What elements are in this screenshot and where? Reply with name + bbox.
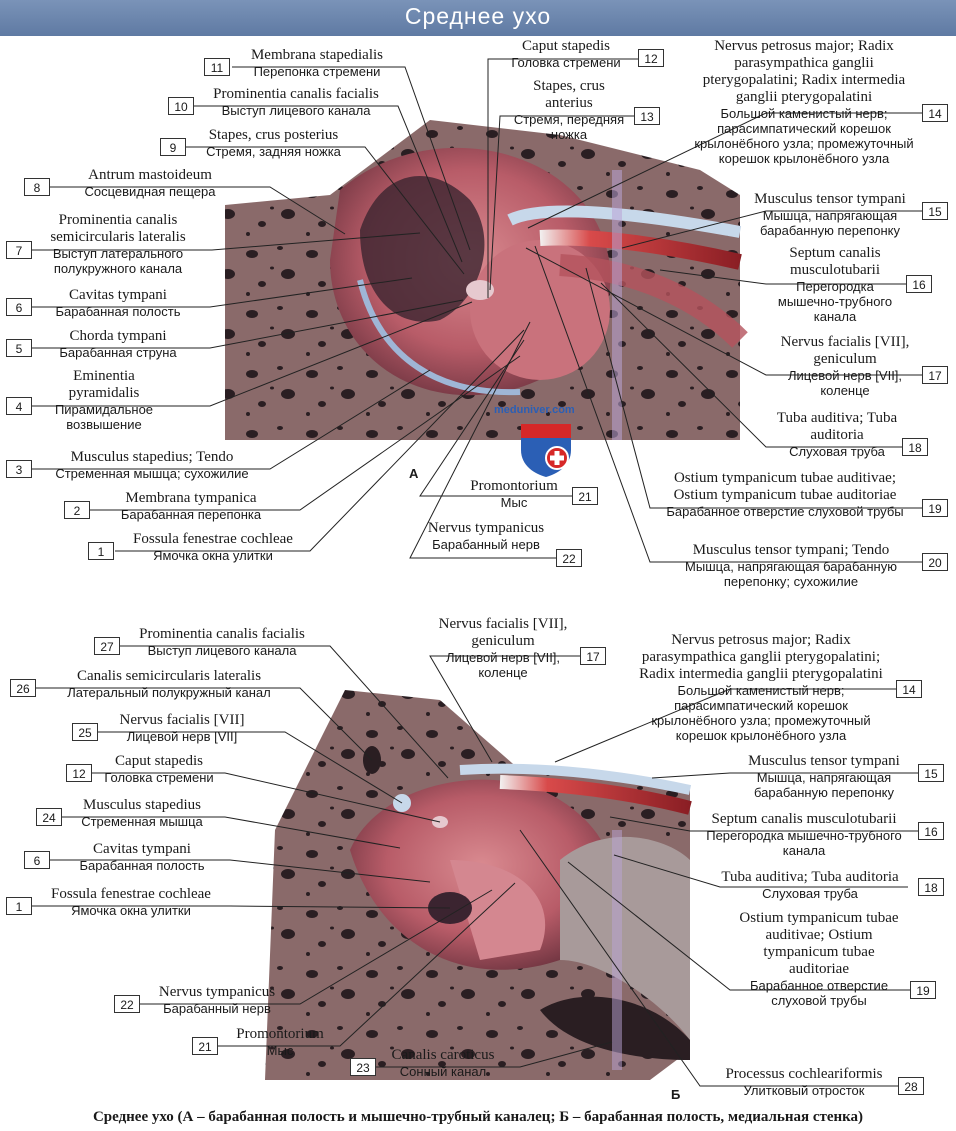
number-box: 14 (922, 104, 948, 122)
label-membrana-tympanica: Membrana tympanica Барабанная перепонка (94, 490, 288, 522)
number-box: 24 (36, 808, 62, 826)
number-box: 6 (24, 851, 50, 869)
label-b-canalis-caroticus: Canalis caroticus Сонный канал (378, 1047, 508, 1079)
label-tuba-auditiva: Tuba auditiva; Tuba auditoria Слуховая т… (776, 410, 898, 459)
number-box: 25 (72, 723, 98, 741)
label-membrana-stapedialis: Membrana stapedialis Перепонка стремени (232, 47, 402, 79)
label-antrum-mastoideum: Antrum mastoideum Сосцевидная пещера (50, 167, 250, 199)
label-cavitas-tympani: Cavitas tympani Барабанная полость (34, 287, 202, 319)
label-b-nervus-petrosus-major: Nervus petrosus major; Radix parasympath… (632, 632, 890, 743)
figure-caption: Среднее ухо (А – барабанная полость и мы… (0, 1109, 956, 1126)
label-b-cavitas-tympani: Cavitas tympani Барабанная полость (64, 841, 220, 873)
number-box: 15 (922, 202, 948, 220)
label-promontorium: Promontorium Мыс (458, 478, 570, 510)
number-box: 15 (918, 764, 944, 782)
number-box: 12 (66, 764, 92, 782)
label-b-canalis-semicircularis-lateralis: Canalis semicircularis lateralis Латерал… (38, 668, 300, 700)
number-box: 4 (6, 397, 32, 415)
number-box: 18 (902, 438, 928, 456)
panel-b-illustration (265, 690, 690, 1080)
number-box: 21 (192, 1037, 218, 1055)
number-box: 11 (204, 58, 230, 76)
panel-b-letter: Б (671, 1087, 680, 1102)
number-box: 9 (160, 138, 186, 156)
label-musculus-stapedius-tendo: Musculus stapedius; Tendo Стременная мыш… (34, 449, 270, 481)
number-box: 17 (580, 647, 606, 665)
number-box: 27 (94, 637, 120, 655)
label-prominentia-canalis-facialis: Prominentia canalis facialis Выступ лице… (194, 86, 398, 118)
label-ostium-tympanicum-tubae: Ostium tympanicum tubae auditivae; Ostiu… (652, 470, 918, 519)
label-septum-canalis-musculotubarii: Septum canalis musculotubarii Перегородк… (768, 245, 902, 324)
number-box: 7 (6, 241, 32, 259)
label-b-nervus-facialis-geniculum: Nervus facialis [VII], geniculum Лицевой… (430, 616, 576, 680)
label-caput-stapedis: Caput stapedis Головка стремени (496, 38, 636, 70)
label-b-tuba-auditiva: Tuba auditiva; Tuba auditoria Слуховая т… (706, 869, 914, 901)
number-box: 10 (168, 97, 194, 115)
number-box: 26 (10, 679, 36, 697)
number-box: 22 (556, 549, 582, 567)
number-box: 22 (114, 995, 140, 1013)
label-b-caput-stapedis: Caput stapedis Головка стремени (94, 753, 224, 785)
label-nervus-facialis-geniculum: Nervus facialis [VII], geniculum Лицевой… (772, 334, 918, 398)
label-b-processus-cochleariformis: Processus cochleariformis Улитковый отро… (712, 1066, 896, 1098)
watermark-text: meduniver.com (494, 404, 575, 416)
label-b-musculus-stapedius: Musculus stapedius Стременная мышца (64, 797, 220, 829)
label-prominentia-canalis-semicircularis-lateralis: Prominentia canalis semicircularis later… (34, 212, 202, 276)
label-stapes-crus-anterius: Stapes, crus anterius Стремя, передняя н… (508, 78, 630, 142)
label-stapes-crus-posterius: Stapes, crus posterius Стремя, задняя но… (186, 127, 361, 159)
label-b-ostium-tympanicum-tubae: Ostium tympanicum tubae auditivae; Ostiu… (736, 910, 902, 1008)
label-b-musculus-tensor-tympani: Musculus tensor tympani Мышца, напрягающ… (736, 753, 912, 800)
number-box: 12 (638, 49, 664, 67)
number-box: 1 (6, 897, 32, 915)
number-box: 13 (634, 107, 660, 125)
shield-logo-icon (519, 420, 573, 478)
number-box: 14 (896, 680, 922, 698)
panel-a-letter: А (409, 466, 418, 481)
number-box: 20 (922, 553, 948, 571)
label-fossula-fenestrae-cochleae: Fossula fenestrae cochleae Ямочка окна у… (116, 531, 310, 563)
number-box: 6 (6, 298, 32, 316)
label-musculus-tensor-tympani-tendo: Musculus tensor tympani; Tendo Мышца, на… (664, 542, 918, 589)
label-musculus-tensor-tympani: Musculus tensor tympani Мышца, напрягающ… (742, 191, 918, 238)
number-box: 16 (906, 275, 932, 293)
number-box: 28 (898, 1077, 924, 1095)
label-b-prominentia-canalis-facialis: Prominentia canalis facialis Выступ лице… (122, 626, 322, 658)
label-eminentia-pyramidalis: Eminentia pyramidalis Пирамидальное возв… (44, 368, 164, 432)
label-nervus-petrosus-major: Nervus petrosus major; Radix parasympath… (690, 38, 918, 166)
number-box: 23 (350, 1058, 376, 1076)
number-box: 1 (88, 542, 114, 560)
number-box: 2 (64, 501, 90, 519)
number-box: 17 (922, 366, 948, 384)
number-box: 16 (918, 822, 944, 840)
number-box: 8 (24, 178, 50, 196)
number-box: 19 (910, 981, 936, 999)
label-b-nervus-tympanicus: Nervus tympanicus Барабанный нерв (142, 984, 292, 1016)
number-box: 5 (6, 339, 32, 357)
number-box: 19 (922, 499, 948, 517)
label-b-septum-canalis-musculotubarii: Septum canalis musculotubarii Перегородк… (694, 811, 914, 858)
label-b-promontorium: Promontorium Мыс (224, 1026, 336, 1058)
number-box: 3 (6, 460, 32, 478)
label-nervus-tympanicus: Nervus tympanicus Барабанный нерв (420, 520, 552, 552)
number-box: 18 (918, 878, 944, 896)
number-box: 21 (572, 487, 598, 505)
label-b-nervus-facialis: Nervus facialis [VII] Лицевой нерв [VII] (100, 712, 264, 744)
label-chorda-tympani: Chorda tympani Барабанная струна (34, 328, 202, 360)
panel-a-illustration (225, 120, 740, 440)
label-b-fossula-fenestrae-cochleae: Fossula fenestrae cochleae Ямочка окна у… (34, 886, 228, 918)
